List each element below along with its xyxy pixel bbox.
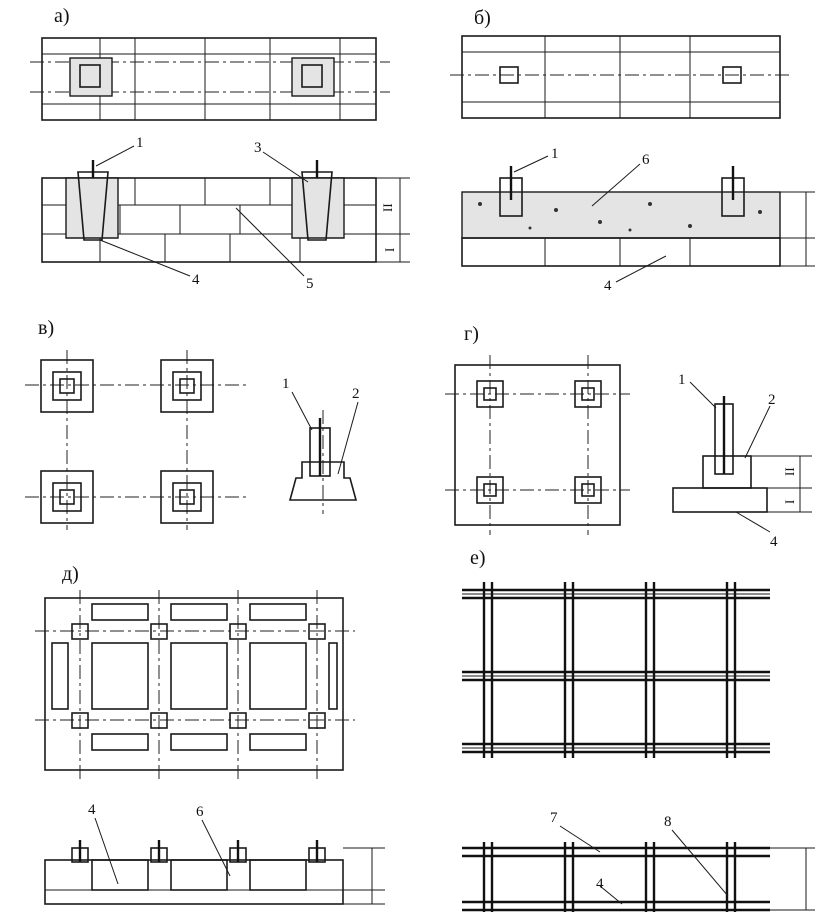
panel-label-v: в) [38, 317, 54, 339]
panel-label-e: е) [470, 547, 486, 569]
callout-d-4: 4 [88, 802, 96, 818]
panel-label-a: а) [54, 5, 70, 27]
panel-label-b: б) [474, 7, 491, 29]
callout-e-4: 4 [596, 876, 604, 892]
callout-a-4: 4 [192, 272, 200, 288]
level-label-two-g: II [782, 467, 797, 476]
panel-e-plan [462, 582, 770, 758]
panel-g-section: II I [672, 396, 812, 513]
panel-v-plan [25, 350, 250, 530]
callout-v-2: 2 [352, 386, 360, 402]
callout-g-4: 4 [770, 534, 778, 550]
callout-e-8: 8 [664, 814, 672, 830]
callout-b-4: 4 [604, 278, 612, 294]
panel-e: е) [462, 547, 815, 912]
panel-a: а) [30, 5, 410, 292]
callout-b-1: 1 [551, 146, 559, 162]
level-label-one-g: I [782, 500, 797, 504]
level-label-two: II [380, 203, 395, 212]
panel-b: б) [450, 7, 815, 294]
callout-e-7: 7 [550, 810, 558, 826]
callout-a-3: 3 [254, 140, 262, 156]
panel-a-plan [30, 37, 390, 121]
panel-d-plan [35, 590, 355, 780]
panel-label-g: г) [464, 323, 479, 345]
panel-d-section [44, 840, 385, 905]
callout-g-1: 1 [678, 372, 686, 388]
panel-b-plan [450, 35, 792, 119]
panel-label-d: д) [62, 563, 79, 585]
panel-v-section [288, 410, 358, 514]
callout-v-1: 1 [282, 376, 290, 392]
panel-g-plan [445, 355, 630, 535]
callout-d-6: 6 [196, 804, 204, 820]
callout-a-5: 5 [306, 276, 314, 292]
panel-g: г) II I 1 [445, 323, 812, 550]
panel-b-section [461, 166, 815, 267]
level-label-one: I [382, 248, 397, 252]
panel-a-section: II I [41, 160, 410, 263]
panel-d: д) [35, 563, 385, 905]
panel-v: в) 1 2 [25, 317, 360, 530]
callout-b-6: 6 [642, 152, 650, 168]
callout-g-2: 2 [768, 392, 776, 408]
panel-e-section [462, 842, 815, 912]
callout-a-1: 1 [136, 135, 144, 151]
